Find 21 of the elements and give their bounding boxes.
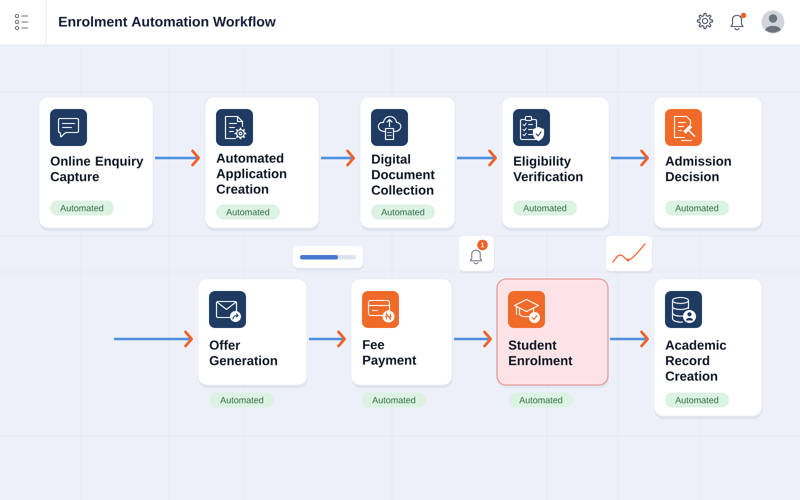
page-title: Enrolment Automation Workflow bbox=[59, 16, 276, 27]
step-title: Online Enquiry Capture bbox=[50, 156, 144, 184]
step-title: Admission Decision bbox=[666, 156, 731, 182]
process-card bbox=[360, 96, 456, 231]
arrow bbox=[611, 150, 649, 166]
step-title: Digital Document Collection bbox=[372, 154, 435, 195]
process-card bbox=[654, 96, 762, 231]
step-title: Automated Application Creation bbox=[216, 153, 286, 194]
process-card bbox=[204, 96, 320, 231]
arrow bbox=[454, 330, 492, 348]
step-title: Eligibility Verification bbox=[513, 156, 582, 182]
arrow bbox=[114, 330, 194, 348]
process-card bbox=[38, 96, 154, 231]
arrow bbox=[321, 150, 355, 166]
step-title: Academic Record Creation bbox=[666, 340, 726, 381]
arrow bbox=[457, 150, 497, 166]
arrow bbox=[610, 330, 649, 348]
arrow bbox=[155, 150, 200, 166]
process-card bbox=[654, 278, 762, 419]
process-card bbox=[502, 96, 610, 231]
arrow bbox=[309, 330, 346, 348]
